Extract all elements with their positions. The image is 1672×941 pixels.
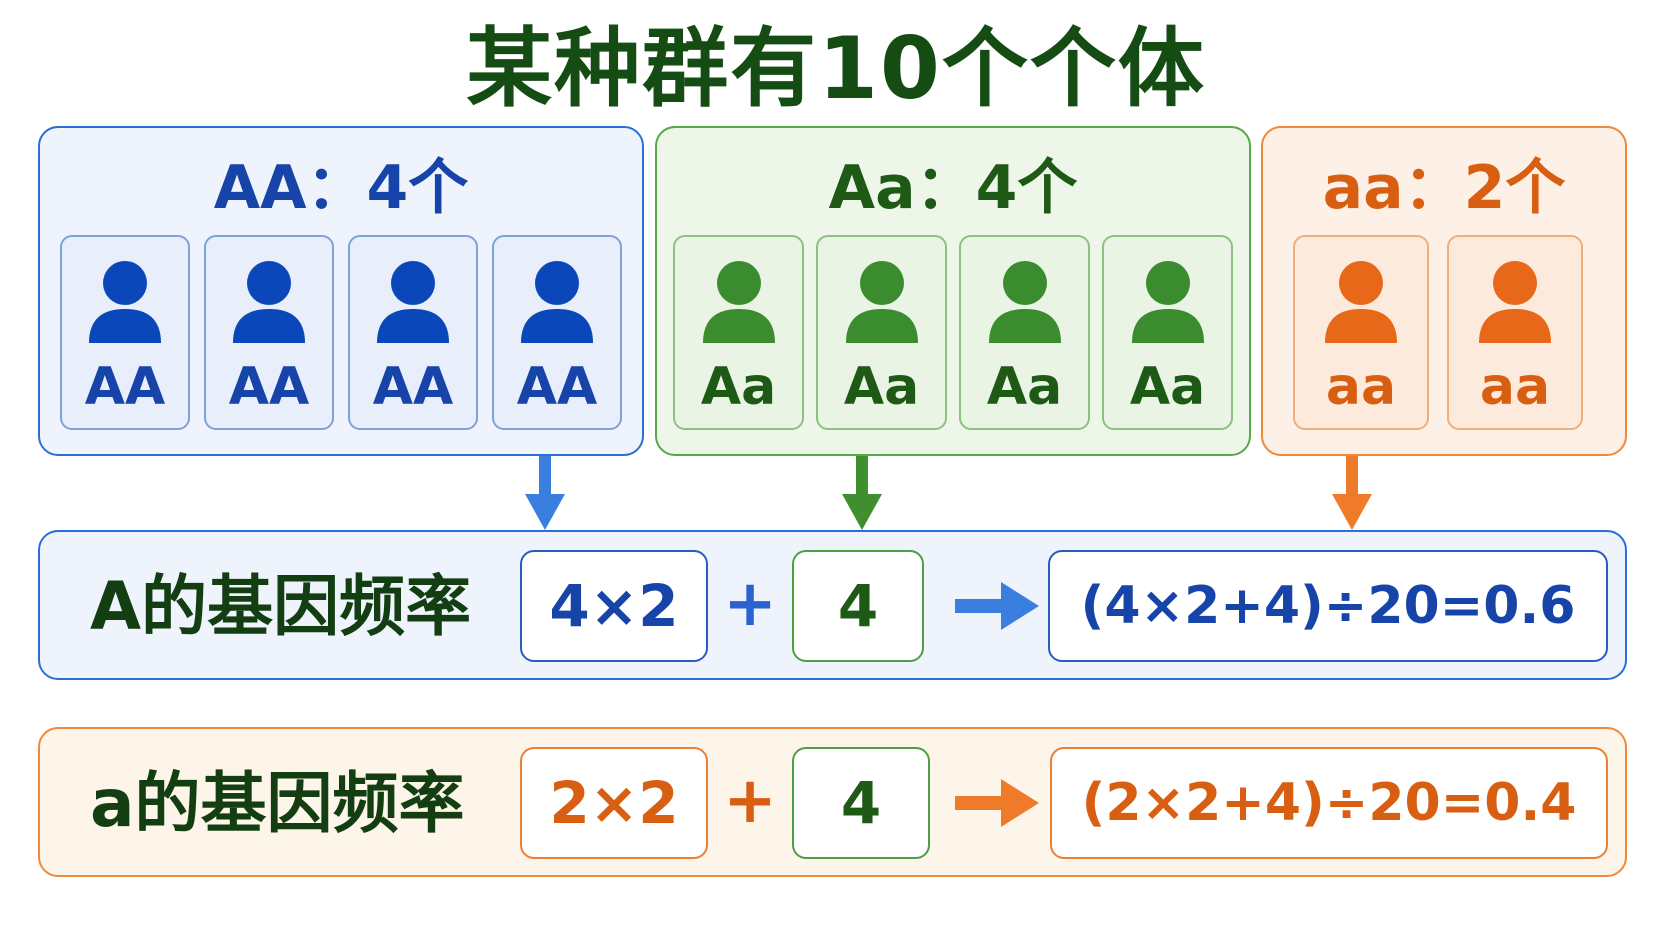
- group-aa: aa：2个 aa aa: [1261, 126, 1627, 456]
- person-icon: [233, 261, 305, 343]
- group-label-Aa: Aa：4个: [828, 153, 1078, 223]
- formula-result-a: (2×2+4)÷20=0.4: [1050, 747, 1608, 859]
- genotype-label: aa: [1325, 357, 1397, 417]
- genotype-label: AA: [228, 357, 310, 417]
- individual-card-AA: AA: [204, 235, 334, 430]
- formula-result-A: (4×2+4)÷20=0.6: [1048, 550, 1608, 662]
- genotype-label: Aa: [843, 357, 920, 417]
- individual-card-Aa: Aa: [1102, 235, 1233, 430]
- group-label-aa: aa：2个: [1322, 153, 1566, 223]
- arrow-right-icon: [955, 582, 1039, 630]
- person-icon: [988, 261, 1061, 343]
- person-icon: [1131, 261, 1204, 343]
- individual-card-aa: aa: [1447, 235, 1583, 430]
- genotype-label: Aa: [986, 357, 1063, 417]
- arrow-down-icon: [525, 456, 565, 530]
- person-icon: [1479, 261, 1551, 343]
- page-title: 某种群有10个个体: [466, 19, 1206, 119]
- row-A-frequency: A的基因频率 4×2 + 4 (4×2+4)÷20=0.6: [38, 530, 1627, 680]
- person-icon: [702, 261, 775, 343]
- individual-card-AA: AA: [348, 235, 478, 430]
- arrow-down-icon: [842, 456, 882, 530]
- genotype-label: AA: [372, 357, 454, 417]
- cards-Aa: Aa Aa Aa Aa: [673, 235, 1233, 430]
- row-label-a: a的基因频率: [90, 765, 465, 842]
- genotype-label: Aa: [1129, 357, 1206, 417]
- group-label-AA: AA：4个: [213, 153, 469, 223]
- person-icon: [1325, 261, 1397, 343]
- person-icon: [89, 261, 161, 343]
- plus-sign: +: [723, 567, 777, 641]
- individual-card-Aa: Aa: [673, 235, 804, 430]
- group-AA: AA：4个 AA AA AA AA: [38, 126, 644, 456]
- row-a-frequency: a的基因频率 2×2 + 4 (2×2+4)÷20=0.4: [38, 727, 1627, 877]
- individual-card-Aa: Aa: [816, 235, 947, 430]
- individual-card-AA: AA: [492, 235, 622, 430]
- person-icon: [377, 261, 449, 343]
- cards-AA: AA AA AA AA: [60, 235, 622, 430]
- plus-sign: +: [723, 764, 777, 838]
- individual-card-AA: AA: [60, 235, 190, 430]
- cards-aa: aa aa: [1293, 235, 1583, 430]
- term-AA-count: 4×2: [520, 550, 708, 662]
- arrow-right-icon: [955, 779, 1039, 827]
- individual-card-aa: aa: [1293, 235, 1429, 430]
- genotype-label: AA: [516, 357, 598, 417]
- term-aa-count: 2×2: [520, 747, 708, 859]
- genotype-label: aa: [1479, 357, 1551, 417]
- individual-card-Aa: Aa: [959, 235, 1090, 430]
- group-Aa: Aa：4个 Aa Aa Aa Aa: [655, 126, 1251, 456]
- term-Aa-count: 4: [792, 550, 924, 662]
- person-icon: [845, 261, 918, 343]
- row-label-A: A的基因频率: [90, 568, 472, 645]
- arrow-down-icon: [1332, 456, 1372, 530]
- genotype-label: Aa: [700, 357, 777, 417]
- genotype-label: AA: [84, 357, 166, 417]
- term-Aa-count: 4: [792, 747, 930, 859]
- person-icon: [521, 261, 593, 343]
